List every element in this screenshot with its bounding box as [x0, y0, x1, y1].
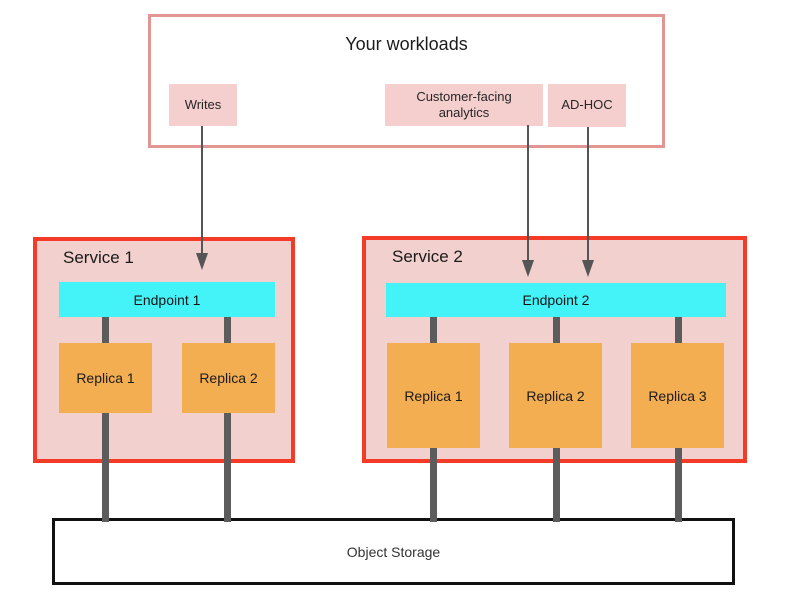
- workload-adhoc-box: AD-HOC: [548, 84, 626, 127]
- workload-writes-label: Writes: [184, 96, 222, 112]
- connector-endpoint2-replica1: [430, 316, 437, 344]
- replica-label: Replica 3: [648, 387, 707, 404]
- service-1-replica-2: Replica 2: [182, 343, 275, 413]
- object-storage-box: Object Storage: [52, 518, 735, 585]
- arrow-adhoc-to-endpoint2: [587, 127, 589, 260]
- service-2-replica-1: Replica 1: [387, 343, 480, 448]
- connector-endpoint1-replica2: [224, 316, 231, 344]
- service-2-endpoint-label: Endpoint 2: [522, 292, 590, 308]
- connector-replica2-storage: [553, 447, 560, 522]
- workload-analytics-label: Customer-facing analytics: [416, 88, 512, 120]
- replica-label: Replica 1: [404, 387, 463, 404]
- connector-endpoint1-replica1: [102, 316, 109, 344]
- connector-replica3-storage: [675, 447, 682, 522]
- replica-label: Replica 1: [76, 370, 135, 386]
- replica-label: Replica 2: [526, 387, 585, 404]
- service-2-endpoint: Endpoint 2: [386, 283, 726, 317]
- service-1-title: Service 1: [63, 248, 134, 267]
- service-1-endpoint-label: Endpoint 1: [133, 291, 201, 308]
- connector-endpoint2-replica3: [675, 316, 682, 344]
- connector-replica2-storage: [224, 412, 231, 522]
- object-storage-label: Object Storage: [346, 543, 441, 560]
- service-2-replica-2: Replica 2: [509, 343, 602, 448]
- service-2-replica-3: Replica 3: [631, 343, 724, 448]
- connector-endpoint2-replica2: [553, 316, 560, 344]
- replica-label: Replica 2: [199, 370, 258, 386]
- arrow-down-icon: [582, 260, 594, 277]
- service-1-endpoint: Endpoint 1: [59, 282, 275, 317]
- arrow-down-icon: [196, 253, 208, 270]
- workloads-title: Your workloads: [345, 34, 468, 54]
- workload-writes-box: Writes: [169, 84, 237, 126]
- workload-adhoc-label: AD-HOC: [561, 97, 613, 113]
- arrow-writes-to-endpoint1: [201, 126, 203, 253]
- workload-analytics-box: Customer-facing analytics: [385, 84, 543, 126]
- arrow-analytics-to-endpoint2: [527, 125, 529, 260]
- connector-replica1-storage: [430, 447, 437, 522]
- connector-replica1-storage: [102, 412, 109, 522]
- service-1-replica-1: Replica 1: [59, 343, 152, 413]
- service-2-title: Service 2: [392, 247, 463, 266]
- arrow-down-icon: [522, 260, 534, 277]
